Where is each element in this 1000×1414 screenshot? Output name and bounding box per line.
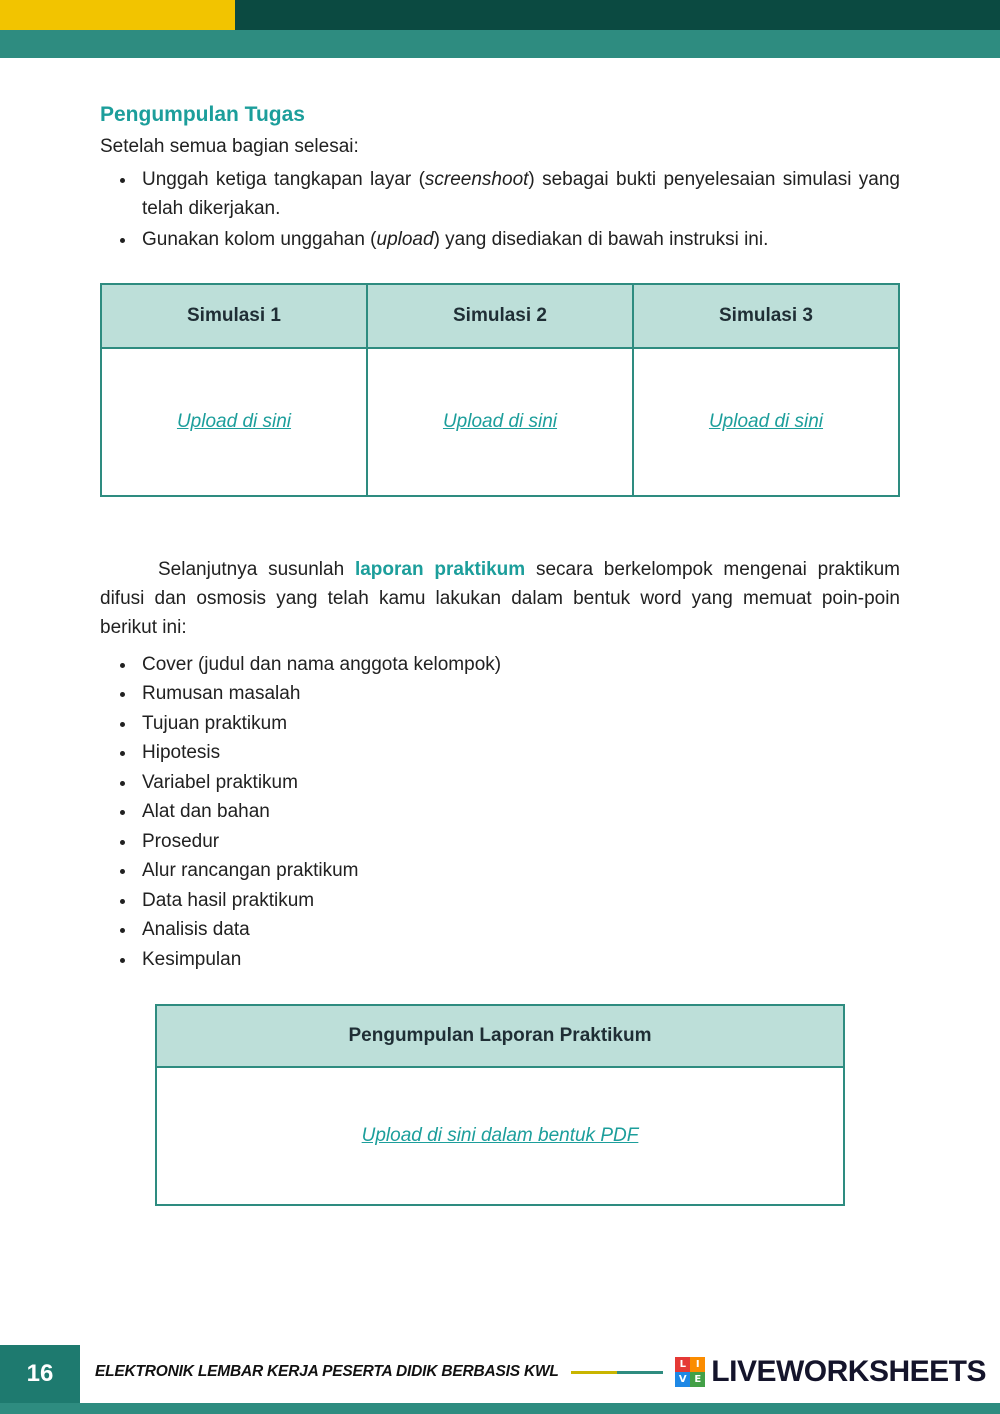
upload-table: Simulasi 1 Simulasi 2 Simulasi 3 Upload … (100, 282, 900, 497)
report-point: Kesimpulan (137, 946, 900, 975)
header-accent-teal (0, 30, 1000, 58)
report-table-body-row: Upload di sini dalam bentuk PDF (155, 1066, 845, 1207)
report-point: Hipotesis (137, 739, 900, 768)
upload-table-header-row: Simulasi 1 Simulasi 2 Simulasi 3 (100, 282, 900, 349)
logo-letter-e: E (690, 1372, 706, 1387)
laporan-highlight: laporan praktikum (354, 558, 526, 580)
page-content: Pengumpulan Tugas Setelah semua bagian s… (0, 58, 1000, 1207)
header-accent-yellow (0, 0, 235, 30)
footer-divider-teal (616, 1370, 664, 1374)
report-point: Rumusan masalah (137, 680, 900, 709)
bullet-text-pre: Unggah ketiga tangkapan layar ( (142, 169, 425, 190)
bullet-text-post: ) sebagai bukti penyelesaian simulasi ya… (142, 169, 900, 219)
intro-text: Setelah semua bagian selesai: (100, 136, 359, 157)
upload-cell-simulasi-2: Upload di sini (366, 346, 634, 497)
report-points-list: Cover (judul dan nama anggota kelompok) … (100, 651, 900, 975)
section-heading-pengumpulan-tugas: Pengumpulan Tugas (100, 103, 305, 126)
report-point: Alat dan bahan (137, 798, 900, 827)
task-bullet-item: Gunakan kolom unggahan (upload) yang dis… (137, 226, 900, 255)
liveworksheets-logo[interactable]: L I V E LIVEWORKSHEETS (675, 1355, 986, 1389)
footer-accent-strip (0, 1403, 1000, 1414)
footer-title: ELEKTRONIK LEMBAR KERJA PESERTA DIDIK BE… (95, 1363, 559, 1380)
logo-letter-i: I (690, 1357, 706, 1372)
task-bullet-list: Unggah ketiga tangkapan layar (screensho… (100, 166, 900, 255)
report-point: Prosedur (137, 828, 900, 857)
upload-table-header-simulasi-2: Simulasi 2 (366, 282, 634, 349)
footer: ELEKTRONIK LEMBAR KERJA PESERTA DIDIK BE… (95, 1350, 986, 1394)
upload-link-simulasi-3[interactable]: Upload di sini (708, 410, 824, 432)
upload-table-header-simulasi-3: Simulasi 3 (632, 282, 900, 349)
report-point: Cover (judul dan nama anggota kelompok) (137, 651, 900, 680)
task-bullet-item: Unggah ketiga tangkapan layar (screensho… (137, 166, 900, 223)
report-table-header: Pengumpulan Laporan Praktikum (155, 1004, 845, 1069)
upload-table-body-row: Upload di sini Upload di sini Upload di … (100, 346, 900, 497)
bullet-text-italic: upload (376, 229, 434, 250)
page-number-box: 16 (0, 1345, 80, 1403)
bullet-text-pre: Gunakan kolom unggahan ( (142, 229, 377, 250)
footer-divider-yellow (570, 1370, 617, 1374)
liveworksheets-wordmark: LIVEWORKSHEETS (711, 1355, 986, 1388)
report-point: Alur rancangan praktikum (137, 857, 900, 886)
report-point: Tujuan praktikum (137, 710, 900, 739)
bullet-text-post: ) yang disediakan di bawah instruksi ini… (433, 229, 769, 250)
laporan-text-post: secara berkelompok mengenai praktikum di… (100, 558, 900, 639)
upload-table-header-simulasi-1: Simulasi 1 (100, 282, 368, 349)
report-upload-cell: Upload di sini dalam bentuk PDF (155, 1066, 845, 1207)
report-point: Analisis data (137, 916, 900, 945)
logo-letter-l: L (675, 1357, 691, 1372)
report-table-header-row: Pengumpulan Laporan Praktikum (155, 1004, 845, 1069)
upload-cell-simulasi-3: Upload di sini (632, 346, 900, 497)
upload-cell-simulasi-1: Upload di sini (100, 346, 368, 497)
laporan-text-pre: Selanjutnya susunlah (158, 558, 355, 580)
logo-letter-v: V (675, 1372, 691, 1387)
laporan-paragraph: Selanjutnya susunlah laporan praktikum s… (100, 555, 900, 643)
header-accent-dark-green (235, 0, 1000, 30)
bullet-text-italic: screenshoot (424, 169, 529, 190)
report-upload-table: Pengumpulan Laporan Praktikum Upload di … (155, 1004, 845, 1207)
report-point: Variabel praktikum (137, 769, 900, 798)
report-point: Data hasil praktikum (137, 887, 900, 916)
upload-link-simulasi-2[interactable]: Upload di sini (442, 410, 558, 432)
liveworksheets-icon: L I V E (675, 1357, 706, 1387)
upload-link-simulasi-1[interactable]: Upload di sini (176, 410, 292, 432)
report-upload-link[interactable]: Upload di sini dalam bentuk PDF (361, 1125, 639, 1147)
header-accent-bar (0, 0, 1000, 30)
page-number: 16 (26, 1360, 54, 1387)
footer-divider-line (570, 1370, 664, 1374)
